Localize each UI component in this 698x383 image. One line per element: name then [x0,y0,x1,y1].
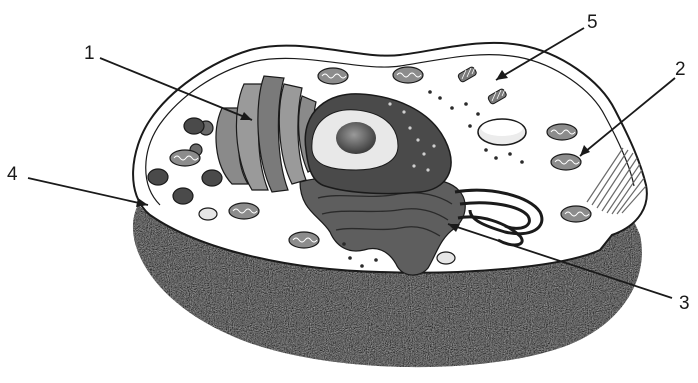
callout-label-4: 4 [7,165,18,184]
callout-label-2: 2 [675,60,686,79]
lysosome-rim [481,120,523,136]
callout-label-1: 1 [84,44,95,63]
leader-line-4 [28,178,148,205]
callout-label-5: 5 [587,13,598,32]
nucleolus [336,122,376,154]
callout-label-3: 3 [679,294,690,313]
